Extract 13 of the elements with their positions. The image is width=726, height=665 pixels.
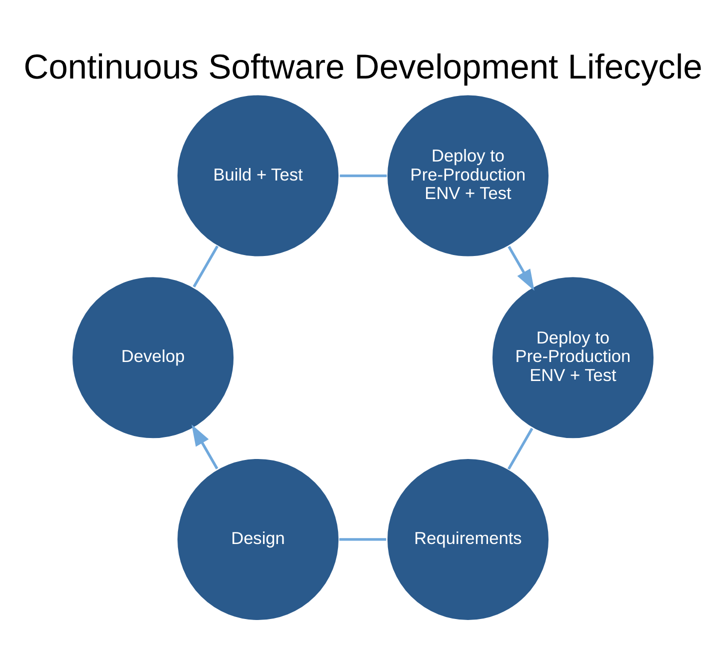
connector: [339, 538, 386, 540]
connector: [192, 244, 219, 287]
diagram-title: Continuous Software Development Lifecycle: [24, 48, 702, 86]
node-circle: Develop: [71, 275, 235, 439]
node-circle: Build + Test: [176, 93, 340, 258]
node-circle: Requirements: [386, 457, 550, 621]
connector: [340, 174, 387, 177]
arrow: [508, 245, 534, 290]
arrow: [192, 424, 218, 469]
node-circle: Deploy to Pre-Production ENV + Test: [386, 93, 550, 258]
connector: [507, 427, 534, 470]
node-circle: Deploy to Pre-Production ENV + Test: [491, 275, 655, 439]
node-circle: Design: [176, 457, 340, 621]
